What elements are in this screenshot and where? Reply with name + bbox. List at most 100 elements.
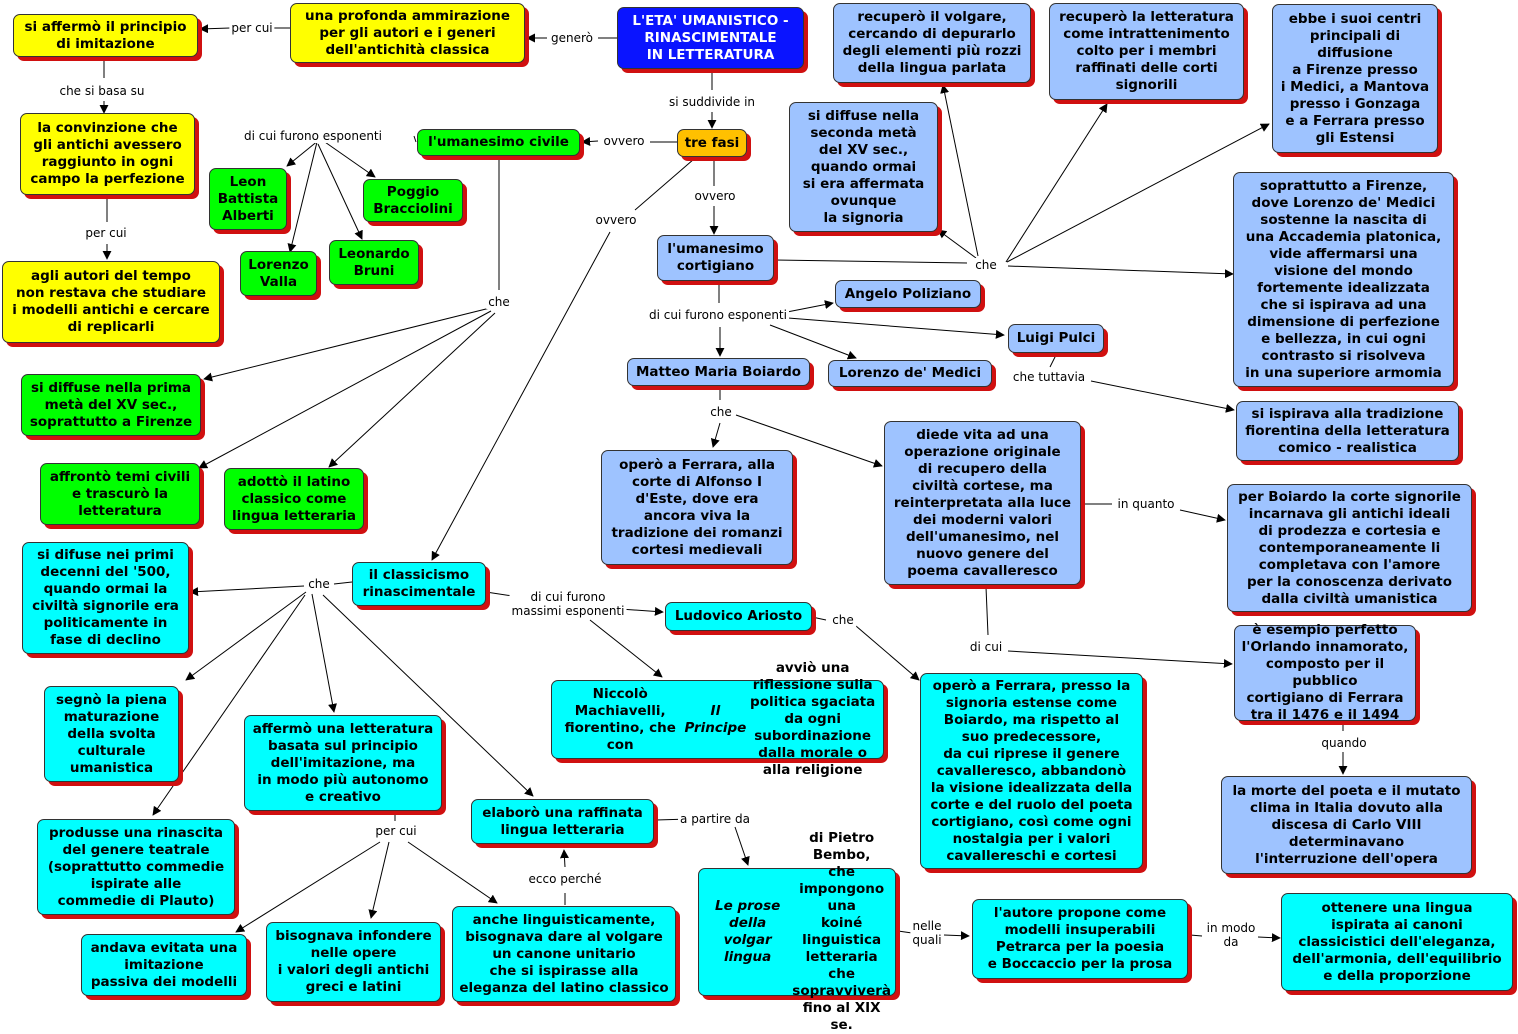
concept-node-secondameta: si diffuse nella seconda metà del XV sec…: [789, 102, 938, 232]
connector-51: [311, 593, 337, 713]
concept-node-valla: Lorenzo Valla: [240, 251, 317, 296]
concept-node-pulci: Luigi Pulci: [1008, 324, 1104, 353]
concept-node-modelli: l'autore propone come modelli insuperabi…: [972, 899, 1188, 979]
concept-node-cortesignorile: per Boiardo la corte signorile incarnava…: [1227, 484, 1472, 612]
connector-57: [811, 616, 827, 621]
connector-70: [1257, 933, 1281, 943]
link-label-inmodo: in modo da: [1204, 921, 1258, 949]
concept-node-principio: si affermò il principio di imitazione: [13, 14, 198, 57]
connector-28: [937, 229, 977, 259]
connector-20: [287, 141, 318, 253]
connector-24: [198, 310, 492, 469]
connector-30: [1006, 123, 1270, 263]
concept-node-root: L'ETA' UMANISTICO - RINASCIMENTALE IN LE…: [617, 7, 804, 69]
connector-60: [235, 841, 381, 933]
connector-69: [1189, 934, 1203, 937]
connector-29: [1005, 103, 1108, 263]
connector-49: [189, 585, 305, 597]
connector-lines: [99, 24, 1348, 943]
link-label-chetuttavia: che tuttavia: [1010, 370, 1088, 384]
concept-node-bracciolini: Poggio Bracciolini: [363, 179, 463, 222]
link-label-eccoperche: ecco perché: [526, 872, 604, 886]
concept-node-civile: l'umanesimo civile: [417, 129, 580, 156]
connector-66: [734, 826, 750, 866]
link-label-che5: che: [830, 613, 856, 627]
connector-53: [322, 594, 534, 797]
concept-node-primidecenni: si difuse nei primi decenni del '500, qu…: [22, 542, 189, 654]
concept-node-machiavelli: Niccolò Machiavelli, fiorentino, che con…: [551, 660, 884, 778]
concept-node-comico: si ispirava alla tradizione fiorentina d…: [1236, 401, 1459, 461]
connector-layer: [99, 24, 1348, 943]
concept-node-firenze: soprattutto a Firenze, dove Lorenzo de' …: [1233, 172, 1454, 387]
concept-node-prose: Le prose della volgar lingua di Pietro B…: [698, 830, 896, 1033]
connector-11: [581, 137, 599, 146]
concept-node-infondere: bisognava infondere nelle opere i valori…: [266, 922, 441, 1002]
connector-56: [589, 619, 663, 678]
connector-19: [321, 139, 376, 178]
connector-37: [1049, 354, 1057, 368]
concept-node-alberti: Leon Battista Alberti: [209, 168, 287, 230]
link-label-ovvero2: ovvero: [692, 189, 738, 203]
link-label-chesibasa: che si basa su: [57, 84, 147, 98]
concept-node-primameta: si diffuse nella prima metà del XV sec.,…: [21, 374, 201, 436]
concept-node-evitata: andava evitata una imitazione passiva de…: [81, 934, 247, 996]
link-label-esponenti2: di cui furono esponenti: [647, 308, 789, 322]
concept-node-cortigiano: l'umanesimo cortigiano: [657, 235, 774, 281]
link-label-inquanto: in quanto: [1115, 497, 1177, 511]
concept-node-temicivili: affrontò temi civili e trascurò la lette…: [40, 463, 200, 525]
link-label-percui3: per cui: [373, 824, 419, 838]
connector-44: [985, 586, 989, 636]
connector-45: [1007, 650, 1233, 669]
concept-node-ferrara: operò a Ferrara, alla corte di Alfonso I…: [601, 450, 793, 565]
link-label-che4: che: [306, 577, 332, 591]
connector-48: [333, 581, 353, 585]
connector-31: [1007, 265, 1234, 279]
link-label-che3: che: [708, 405, 734, 419]
concept-node-studiare: agli autori del tempo non restava che st…: [2, 261, 220, 343]
connector-67: [897, 930, 913, 934]
link-label-percui2: per cui: [83, 226, 129, 240]
connector-15: [431, 231, 611, 561]
connector-62: [407, 841, 498, 904]
connector-27: [940, 84, 979, 257]
concept-node-maturazione: segnò la piena maturazione della svolta …: [44, 686, 179, 782]
connector-68: [943, 931, 970, 941]
connector-50: [185, 591, 307, 681]
concept-node-classicismo: il classicismo rinascimentale: [352, 562, 486, 606]
connector-34: [787, 317, 1005, 339]
connector-3: [199, 24, 231, 34]
link-label-ovvero3: ovvero: [593, 213, 639, 227]
concept-node-lorenzo: Lorenzo de' Medici: [828, 360, 992, 387]
link-label-suddivide: si suddivide in: [666, 95, 758, 109]
link-label-che1: che: [486, 295, 512, 309]
link-label-quando: quando: [1319, 736, 1369, 750]
concept-map: L'ETA' UMANISTICO - RINASCIMENTALE IN LE…: [2, 3, 1513, 1033]
connector-58: [855, 625, 920, 681]
link-label-percui1: per cui: [229, 21, 275, 35]
concept-node-ammirazione: una profonda ammirazione per gli autori …: [290, 3, 525, 63]
concept-node-convinzione: la convinzione che gli antichi avessero …: [20, 113, 195, 195]
link-label-dicui: di cui: [967, 640, 1005, 654]
concept-node-poliziano: Angelo Poliziano: [835, 280, 981, 308]
connector-33: [786, 300, 834, 313]
concept-node-letteratura: recuperò la letteratura come intrattenim…: [1049, 3, 1244, 100]
concept-node-centri: ebbe i suoi centri principali di diffusi…: [1272, 4, 1438, 153]
concept-node-bruni: Leonardo Bruni: [329, 240, 419, 285]
concept-node-orlando: è esempio perfetto l'Orlando innamorato,…: [1234, 622, 1416, 723]
connector-18: [286, 139, 320, 167]
concept-node-volgare: recuperò il volgare, cercando di depurar…: [833, 3, 1031, 83]
connector-61: [368, 841, 390, 919]
connector-36: [769, 324, 857, 360]
connector-14: [634, 158, 695, 211]
connector-25: [328, 312, 496, 468]
link-label-nellequali: nelle quali: [910, 919, 944, 947]
connector-41: [735, 414, 883, 468]
concept-node-latino: adottò il latino classico come lingua le…: [224, 468, 364, 530]
concept-node-raffinata: elaborò una raffinata lingua letteraria: [471, 799, 654, 844]
link-label-genero: generò: [549, 31, 595, 45]
concept-node-morte: la morte del poeta e il mutato clima in …: [1221, 776, 1472, 874]
connector-26: [774, 259, 968, 264]
connector-64: [559, 849, 569, 868]
connector-52: [152, 594, 306, 816]
link-label-che2: che: [973, 258, 999, 272]
